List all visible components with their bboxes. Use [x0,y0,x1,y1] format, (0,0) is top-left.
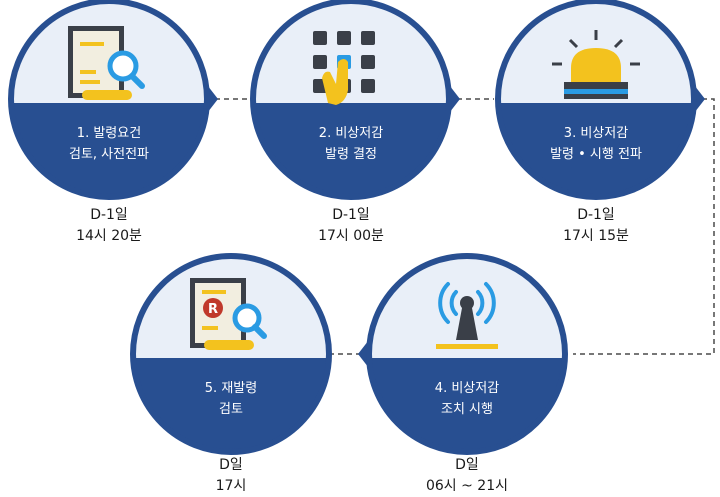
step-3-ring [495,0,697,200]
step-5-title-line2: 검토 [219,402,243,417]
step-2-timing: D-1일 17시 00분 [251,205,451,247]
step-4-title-line1: 4. 비상저감 [434,381,500,396]
document-search-icon [68,26,145,100]
step-1-ring [8,0,210,200]
step-5-title: 5. 재발령 검토 [131,378,331,420]
step-5-time: 17시 [215,478,247,494]
step-1-title-line1: 1. 발령요건 [76,126,142,141]
connector-3-4 [573,98,715,355]
step-3-title-line2: 발령 • 시행 전파 [550,147,642,162]
step-3-title-line1: 3. 비상저감 [563,126,629,141]
step-2-icon-area [253,1,449,103]
keypad-press-icon [313,31,375,105]
antenna-tower-icon [436,296,498,349]
step-4-title-line2: 조치 시행 [441,402,493,417]
svg-text:R: R [208,302,218,317]
step-5-node: R [130,253,332,455]
step-2-title-line1: 2. 비상저감 [318,126,384,141]
step-4-title: 4. 비상저감 조치 시행 [367,378,567,420]
step-4-ring [366,253,568,455]
step-3-time: 17시 15분 [563,228,629,244]
step-4-time: 06시 ~ 21시 [425,478,509,494]
step-1-title-line2: 검토, 사전전파 [68,147,150,162]
siren-light-icon [552,30,640,99]
step-1-day: D-1일 [90,207,128,223]
step-3-title: 3. 비상저감 발령 • 시행 전파 [496,123,696,165]
connector-lines [215,98,715,355]
step-5-timing: D일 17시 [131,455,331,497]
step-3-day: D-1일 [577,207,615,223]
step-2-title-line2: 발령 결정 [325,147,377,162]
step-5-ring [130,253,332,455]
step-2-day: D-1일 [332,207,370,223]
step-4-node [358,253,568,455]
step-5-day: D일 [219,457,243,473]
step-4-timing: D일 06시 ~ 21시 [367,455,567,497]
step-1-time: 14시 20분 [76,228,142,244]
step-1-timing: D-1일 14시 20분 [9,205,209,247]
step-2-node [250,0,460,200]
step-5-title-line1: 5. 재발령 [204,381,258,396]
step-1-title: 1. 발령요건 검토, 사전전파 [9,123,209,165]
step-2-title: 2. 비상저감 발령 결정 [251,123,451,165]
step-3-timing: D-1일 17시 15분 [496,205,696,247]
step-1-node [8,0,218,200]
step-2-time: 17시 00분 [318,228,384,244]
review-document-icon: R [190,278,267,350]
step-4-day: D일 [455,457,479,473]
step-3-node [495,0,705,200]
step-2-ring [250,0,452,200]
broadcast-antenna-icon [438,282,496,324]
